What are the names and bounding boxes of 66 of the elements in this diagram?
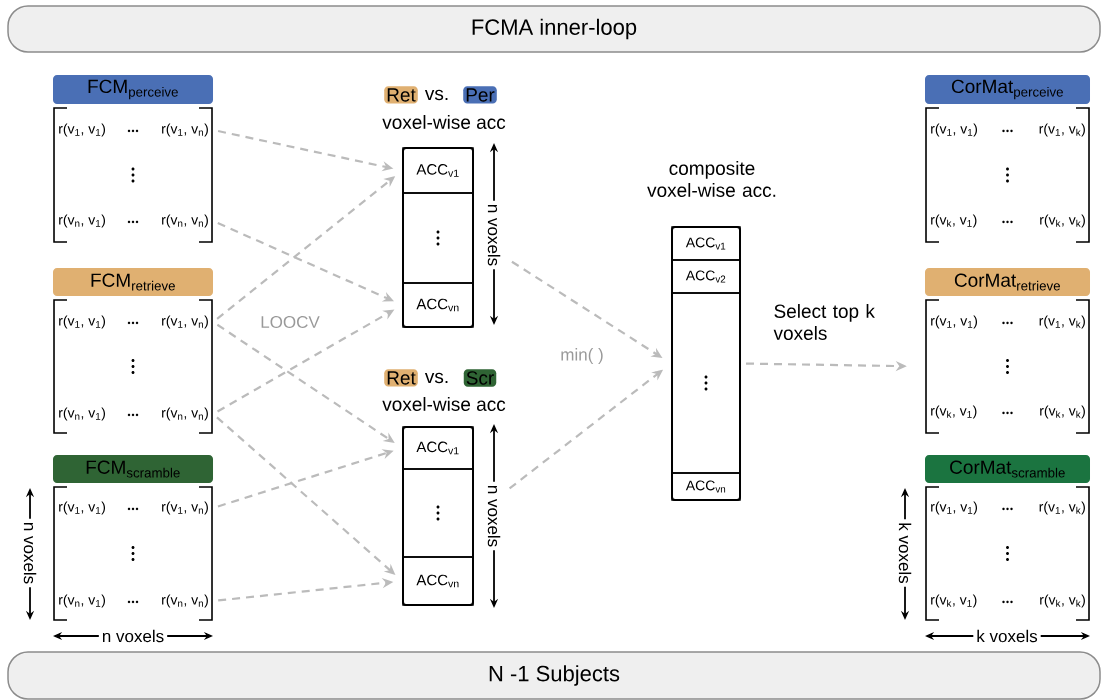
node-label: r(v$_{k}$, v$_{1}$): [931, 594, 977, 608]
node-label: r(v$_{1}$, v$_{1}$): [931, 501, 978, 515]
matrix-row: r(v$_{1}$, v$_{1}$) r(v$_{1}$, v$_{n}$): [59, 501, 208, 515]
matrix-row: r(v$_{1}$, v$_{1}$) r(v$_{1}$, v$_{k}$): [931, 501, 1085, 515]
matrix-row: r(v$_{1}$, v$_{1}$) r(v$_{1}$, v$_{k}$): [931, 315, 1085, 329]
dimension-label: LOOCV: [261, 315, 320, 328]
matrix-row: r(v$_{1}$, v$_{1}$) r(v$_{1}$, v$_{n}$): [59, 315, 208, 329]
node-label: r(v$_{1}$, v$_{1}$): [59, 501, 106, 515]
dimension-label: n voxels: [484, 200, 504, 270]
node-label: r(v$_{1}$, v$_{n}$): [162, 315, 208, 329]
dimension-label: n voxels: [20, 518, 40, 588]
node-label: r(v$_{k}$, v$_{k}$): [1040, 405, 1085, 419]
matrix-header: FCM$_{perceive}$: [53, 75, 213, 104]
column-heading: Ret vs. Per voxel-wise acc: [382, 86, 506, 129]
node-label: r(v$_{n}$, v$_{n}$): [162, 594, 208, 608]
ellipsis-cell: [671, 292, 741, 474]
node-label: r(v$_{1}$, v$_{k}$): [1039, 501, 1085, 515]
accuracy-cell: ACC$_{vn}$: [402, 556, 474, 606]
node-label: r(v$_{1}$, v$_{1}$): [59, 123, 106, 137]
dimension-label: min( ): [561, 348, 603, 364]
column-heading: Ret vs. Scr voxel-wise acc: [382, 369, 506, 411]
node-label: r(v$_{n}$, v$_{n}$): [162, 407, 208, 421]
matrix-header: CorMat$_{scramble}$: [925, 455, 1090, 483]
accuracy-cell: ACC$_{v1}$: [671, 226, 741, 261]
accuracy-cell: ACC$_{v1}$: [402, 147, 474, 194]
dimension-label: k voxels: [973, 626, 1041, 646]
node-label: r(v$_{1}$, v$_{n}$): [162, 501, 208, 515]
node-label: r(v$_{n}$, v$_{1}$): [59, 407, 106, 421]
node-label: r(v$_{1}$, v$_{k}$): [1039, 123, 1085, 137]
matrix-row: r(v$_{n}$, v$_{1}$) r(v$_{n}$, v$_{n}$): [59, 594, 208, 608]
node-label: r(v$_{k}$, v$_{k}$): [1040, 594, 1085, 608]
ellipsis-cell: [402, 468, 474, 558]
node-label: r(v$_{1}$, v$_{1}$): [931, 315, 978, 329]
matrix-header: FCM$_{retrieve}$: [53, 268, 213, 296]
dimension-label: n voxels: [484, 481, 504, 551]
matrix-row: r(v$_{n}$, v$_{1}$) r(v$_{n}$, v$_{n}$): [59, 407, 208, 421]
node-label: r(v$_{k}$, v$_{k}$): [1040, 214, 1085, 228]
matrix-header: FCM$_{scramble}$: [53, 455, 213, 483]
matrix-row: r(v$_{k}$, v$_{1}$) r(v$_{k}$, v$_{k}$): [931, 405, 1085, 419]
node-label: r(v$_{1}$, v$_{1}$): [59, 315, 106, 329]
matrix-row: r(v$_{n}$, v$_{1}$) r(v$_{n}$, v$_{n}$): [59, 214, 208, 228]
matrix-row: r(v$_{k}$, v$_{1}$) r(v$_{k}$, v$_{k}$): [931, 594, 1085, 608]
node-label: r(v$_{1}$, v$_{1}$): [931, 123, 978, 137]
title-band: N -1 Subjects: [7, 651, 1101, 700]
dimension-label: n voxels: [98, 626, 168, 646]
accuracy-cell: ACC$_{v1}$: [402, 426, 474, 470]
column-heading: composite voxel-wise acc.: [647, 161, 776, 197]
node-label: r(v$_{k}$, v$_{1}$): [931, 214, 977, 228]
node-label: r(v$_{n}$, v$_{1}$): [59, 594, 106, 608]
node-label: r(v$_{n}$, v$_{n}$): [162, 214, 208, 228]
accuracy-cell: ACC$_{vn}$: [671, 472, 741, 501]
title-band: FCMA inner-loop: [7, 5, 1101, 53]
edge-label: Select top k voxels: [773, 304, 875, 340]
matrix-header: CorMat$_{retrieve}$: [925, 268, 1090, 296]
node-label: r(v$_{1}$, v$_{n}$): [162, 123, 208, 137]
node-label: r(v$_{k}$, v$_{1}$): [931, 405, 977, 419]
node-label: r(v$_{n}$, v$_{1}$): [59, 214, 106, 228]
dimension-label: k voxels: [895, 519, 915, 587]
matrix-row: r(v$_{k}$, v$_{1}$) r(v$_{k}$, v$_{k}$): [931, 214, 1085, 228]
matrix-row: r(v$_{1}$, v$_{1}$) r(v$_{1}$, v$_{k}$): [931, 123, 1085, 137]
ellipsis-cell: [402, 192, 474, 284]
accuracy-cell: ACC$_{v2}$: [671, 259, 741, 294]
accuracy-cell: ACC$_{vn}$: [402, 282, 474, 328]
node-label: r(v$_{1}$, v$_{k}$): [1039, 315, 1085, 329]
matrix-header: CorMat$_{perceive}$: [925, 75, 1090, 104]
matrix-row: r(v$_{1}$, v$_{1}$) r(v$_{1}$, v$_{n}$): [59, 123, 208, 137]
